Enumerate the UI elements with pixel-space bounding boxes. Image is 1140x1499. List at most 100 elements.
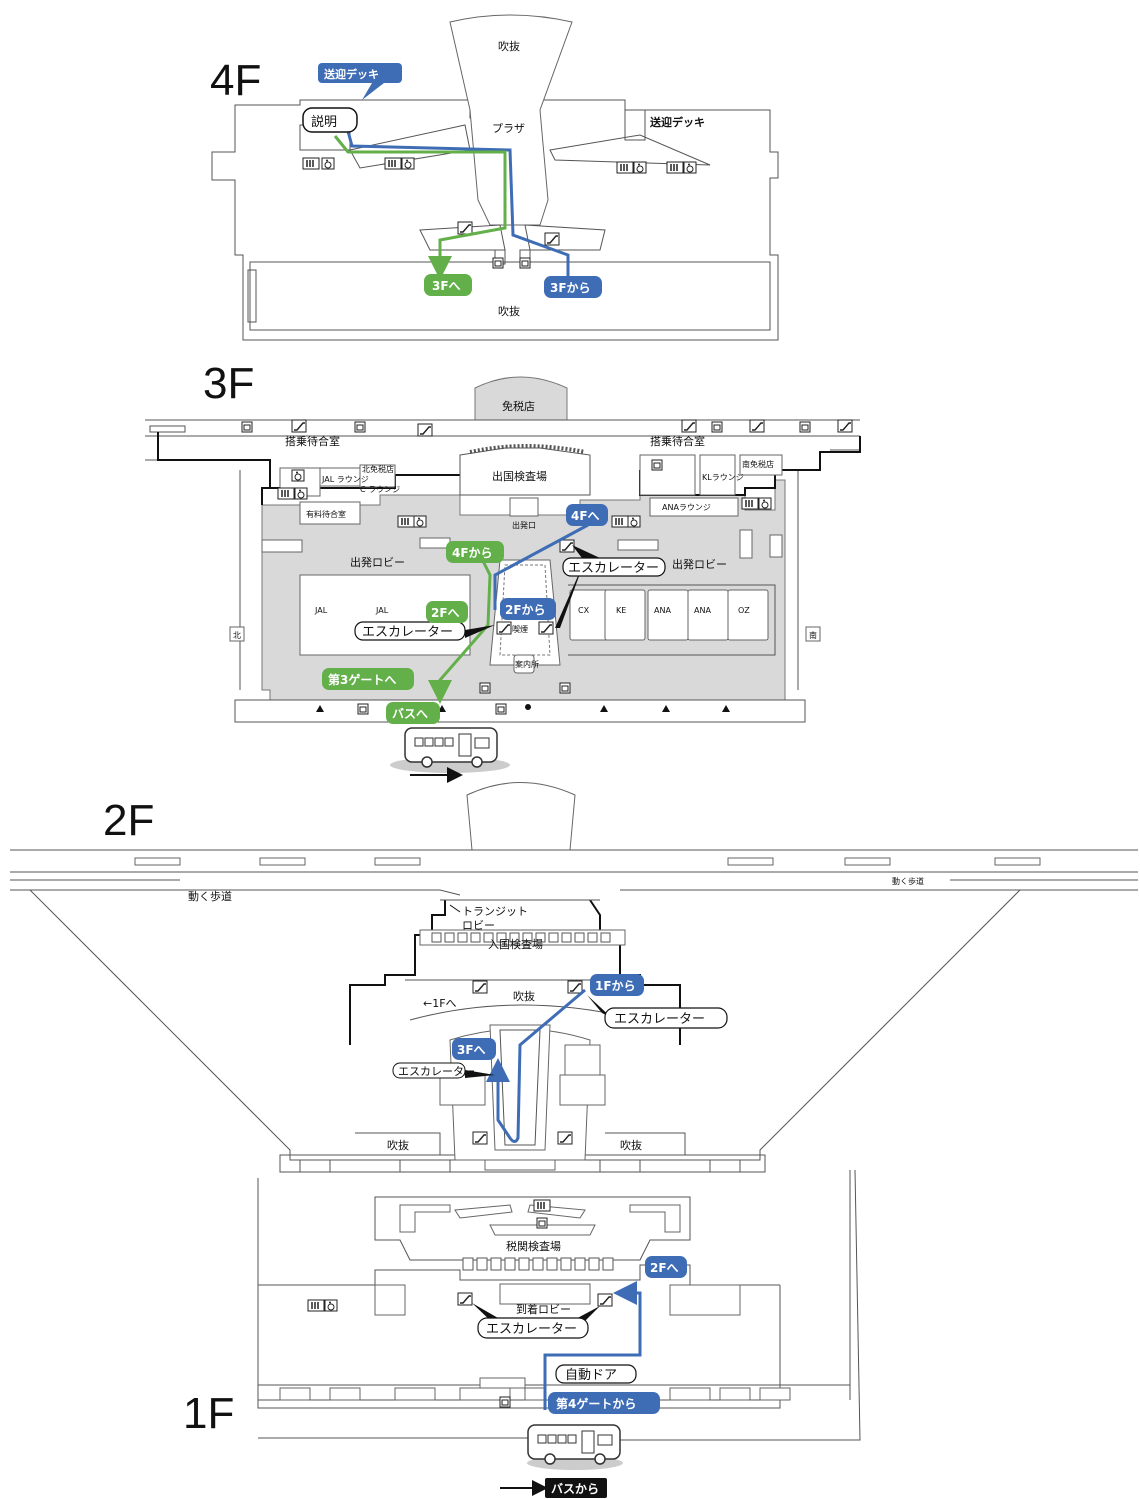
callout-explain-label: 説明 [311,114,337,130]
svg-text:バスから: バスから [551,1482,599,1496]
label-transit-2: ロビー [462,919,495,932]
label-duty-free: 免税店 [502,399,535,413]
svg-text:送迎デッキ: 送迎デッキ [323,67,379,81]
floor-1f: 1F [183,1169,861,1498]
svg-text:3Fへ: 3Fへ [432,279,461,293]
badge-to-3f-4f[interactable]: 3Fへ [424,274,472,296]
floor-label-3f: 3F [203,359,254,408]
callout-escalator-2f-right[interactable] [604,1007,728,1029]
badge-to-2f-3f[interactable]: 2Fへ [426,601,468,623]
floor-label-1f: 1F [183,1389,234,1438]
callout-escalator-2f-left-label: エスカレーター [398,1065,475,1078]
callout-escalator-2f-right-label: エスカレーター [614,1012,705,1027]
label-plaza: プラザ [492,122,525,135]
atrium-4f-top [449,14,573,226]
svg-text:3Fへ: 3Fへ [457,1043,486,1057]
badge-gate4[interactable]: 第4ゲートから [548,1392,660,1414]
badge-gate3[interactable]: 第3ゲートへ [322,668,414,690]
label-north: 北 [233,631,241,640]
svg-text:4Fへ: 4Fへ [571,509,600,523]
route-blue-3f [493,523,589,610]
label-c-lounge: C ラウンジ [360,485,400,494]
svg-text:4Fから: 4Fから [452,546,493,560]
label-waiting-right: 搭乗待合室 [650,434,705,448]
label-walkway-right: 動く歩道 [892,876,924,886]
svg-text:1Fから: 1Fから [595,979,636,993]
svg-text:2Fへ: 2Fへ [431,606,460,620]
label-transit-1: トランジット [462,905,528,918]
label-lobby-left: 出発ロビー [350,555,405,569]
badge-from-4f-3f[interactable]: 4Fから [446,541,504,563]
label-exit: 出発口 [512,520,536,530]
label-north-duty: 北免税店 [362,464,394,474]
bus-icon-3f [404,727,498,768]
floor-label-2f: 2F [103,796,154,845]
floor-label-4f: 4F [210,56,261,105]
label-to-1f: ←1Fへ [423,997,457,1010]
callout-escalator-3f-right-label: エスカレーター [568,561,659,576]
route-green-4f [333,135,507,280]
badge-from-1f-2f[interactable]: 1Fから [590,974,644,996]
counter-cx: CX [578,606,590,615]
callout-explain[interactable] [302,107,358,133]
label-walkway-left: 動く歩道 [188,889,232,903]
label-customs: 税関検査場 [506,1239,561,1253]
label-emigration: 出国検査場 [492,469,547,483]
label-deck-right: 送迎デッキ [649,115,705,129]
callout-escalator-2f-left[interactable] [392,1062,466,1079]
badge-to-2f-1f[interactable]: 2Fへ [645,1256,687,1278]
floor-2f: 2F [10,782,1138,1173]
route-blue-4f [343,119,570,276]
label-arrival-lobby: 到着ロビー [516,1302,571,1316]
label-atrium-4f-top: 吹抜 [498,39,520,53]
label-info: 案内所 [515,659,539,669]
svg-text:第4ゲートから: 第4ゲートから [556,1396,636,1411]
callout-auto-door-label: 自動ドア [565,1368,617,1383]
callout-escalator-1f-label: エスカレーター [486,1322,577,1337]
counter-ana-1: ANA [654,606,671,615]
svg-text:3Fから: 3Fから [550,281,591,295]
floor-3f: 3F [145,359,861,783]
label-kl-lounge: KLラウンジ [702,473,744,482]
badge-deck-4f[interactable]: 送迎デッキ [318,63,402,100]
route-blue-1f [543,1281,642,1410]
label-lobby-right: 出発ロビー [672,557,727,571]
label-south: 南 [809,630,817,640]
route-blue-2f [486,988,586,1143]
duty-free-dome [474,376,568,421]
svg-text:2Fへ: 2Fへ [650,1261,679,1275]
badge-from-2f-3f[interactable]: 2Fから [500,598,556,620]
counter-jal-2: JAL [375,606,389,615]
callout-escalator-3f-left[interactable] [354,621,466,641]
label-jal-lounge: JAL ラウンジ [321,475,369,484]
bus-icon-1f [527,1424,621,1465]
label-atrium-2f-left: 吹抜 [387,1138,409,1152]
route-green-3f [428,554,492,704]
callout-auto-door[interactable] [555,1364,637,1384]
label-smoking: 喫煙 [512,624,528,634]
callout-escalator-1f[interactable] [477,1317,589,1339]
badge-to-4f-3f[interactable]: 4Fへ [566,504,608,526]
label-ana-lounge: ANAラウンジ [662,503,711,512]
label-south-duty: 南免税店 [742,459,774,469]
badge-to-3f-2f[interactable]: 3Fへ [452,1038,496,1060]
atrium-2f-top [466,782,576,851]
counter-ke: KE [616,606,626,615]
svg-text:バスへ: バスへ [392,707,428,721]
label-atrium-4f-bottom: 吹抜 [498,304,520,318]
label-atrium-2f-right: 吹抜 [620,1138,642,1152]
floor-4f: 4F 吹抜 プラザ 送迎デッキ 吹抜 説明 [210,14,779,341]
svg-text:第3ゲートへ: 第3ゲートへ [328,672,396,687]
badge-from-3f-4f[interactable]: 3Fから [544,276,602,298]
callout-escalator-3f-left-label: エスカレーター [362,625,453,640]
badge-bus-from[interactable]: バスから [545,1478,607,1498]
label-atrium-2f-center: 吹抜 [513,989,535,1003]
counter-jal-1: JAL [314,606,328,615]
counter-ana-2: ANA [694,606,711,615]
label-waiting-left: 搭乗待合室 [285,434,340,448]
callout-escalator-3f-right[interactable] [562,557,666,577]
label-paid-lounge: 有料待合室 [306,509,346,519]
label-immigration: 入国検査場 [488,937,543,951]
badge-bus-to[interactable]: バスへ [386,702,440,724]
